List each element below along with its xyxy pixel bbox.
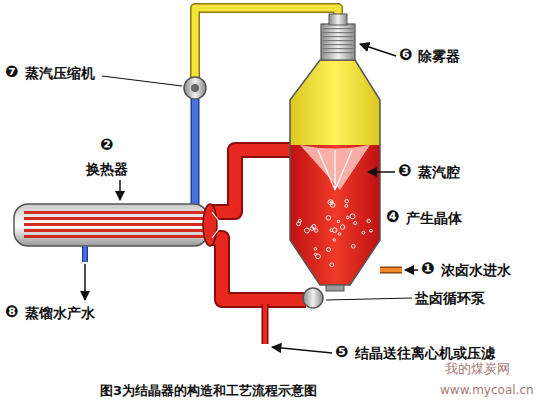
callout-number: ❼ [5,63,19,81]
callout-number: ❻ [399,46,413,64]
callout-number: ❸ [398,162,412,180]
crystal-dot [367,219,370,222]
crystal-dot [330,203,335,208]
crystal-dot [367,267,372,272]
part-label: 蒸馏水产水 [25,305,95,321]
crystal-dot [314,229,318,233]
part-label: 蒸汽腔 [418,164,460,180]
crystal-dot [346,216,349,219]
crystal-dot [345,205,348,208]
crystal-dot [350,214,355,219]
crystal-dot [304,228,309,233]
callout-number: ❷ [100,136,114,154]
part-label: 盐卤循环泵 [415,290,485,306]
crystal-dot [316,254,321,259]
part-label: 结晶送往离心机或压滤 [355,345,495,361]
crystal-dot [327,248,331,252]
watermark: 我的煤炭网 [445,362,510,377]
crystal-dot [303,268,306,271]
part-label: 蒸汽压缩机 [25,65,95,81]
crystal-dot [312,224,316,228]
watermark: www.mycoal.cn [440,384,534,398]
crystal-dot [354,222,357,225]
callout-number: ❹ [386,208,400,226]
crystal-dot [326,216,331,221]
crystal-dot [340,225,344,229]
crystal-dot [333,239,335,241]
crystal-dot [351,244,355,248]
crystal-dot [337,220,339,222]
crystal-dot [338,233,341,236]
crystal-dot [330,263,334,267]
callout-number: ❽ [5,303,19,321]
part-label: 产生晶体 [406,210,462,226]
crystal-dot [370,229,373,232]
callout-number: ❺ [335,343,349,361]
part-label: 换热器 [86,161,128,177]
crystal-dot [314,248,317,251]
crystal-dot [345,199,349,203]
part-label: 除雾器 [418,48,460,64]
crystal-dot [297,222,301,226]
part-label: 浓卤水进水 [441,262,511,278]
crystal-dot [362,231,365,234]
figure-caption: 图3为结晶器的构造和工艺流程示意图 [100,384,317,399]
crystal-dot [330,229,333,232]
callout-number: ❶ [421,260,435,278]
crystal-dot [299,268,304,273]
